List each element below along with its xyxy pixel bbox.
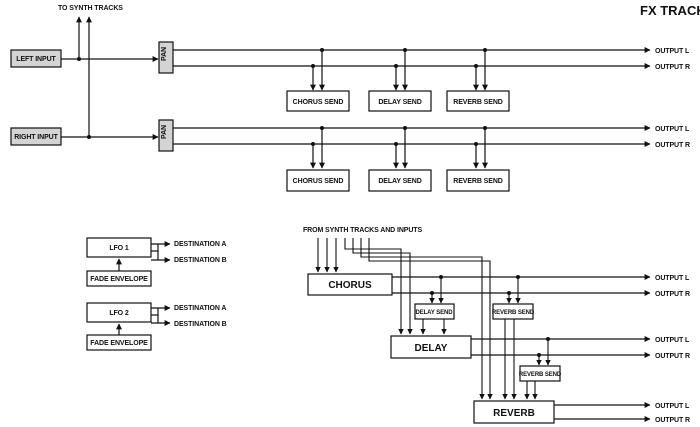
fx-input-feeds [315,238,493,400]
fade-envelope-1-label: FADE ENVELOPE [90,276,148,283]
left-input-label: LEFT INPUT [16,56,56,63]
lfo2-box [86,302,152,323]
delay-send-taps [536,337,551,366]
delay-box [390,335,472,359]
fade-envelope-2-label: FADE ENVELOPE [90,340,148,347]
ch1-output-r-label: OUTPUT R [655,64,690,71]
ch2-reverb-send-box [446,169,510,192]
chorus-send-taps [429,275,521,304]
ch2-delay-send-box [368,169,432,192]
pan-box-2 [158,119,174,152]
ch2-delay-send-label: DELAY SEND [378,178,421,185]
delay-label: DELAY [415,343,448,354]
reverb-output-r-label: OUTPUT R [655,417,690,424]
ch1-reverb-send-box [446,90,510,112]
pan-label-1: PAN [161,47,168,61]
ch2-send-taps [310,126,488,169]
delay-output-r-label: OUTPUT R [655,353,690,360]
ch2-chorus-send-box [286,169,350,192]
ch2-output-l-label: OUTPUT L [655,126,690,133]
chorus-output-l-label: OUTPUT L [655,275,690,282]
lfo1-label: LFO 1 [109,245,129,252]
reverb-label: REVERB [493,408,535,419]
ch1-delay-send-label: DELAY SEND [378,99,421,106]
lfo2-label: LFO 2 [109,310,129,317]
ch1-output-l-label: OUTPUT L [655,48,690,55]
ch2-chorus-send-label: CHORUS SEND [293,178,344,185]
chorus-delay-send-box [414,303,455,320]
chorus-delay-send-label: DELAY SEND [415,310,453,316]
delay-reverb-send-label: REVERB SEND [519,372,562,378]
ch1-reverb-send-label: REVERB SEND [453,99,503,106]
ch1-send-taps [310,48,488,91]
pan-label-2: PAN [161,125,168,139]
ch1-delay-send-box [368,90,432,112]
lfo1-destination-b: DESTINATION B [174,257,227,264]
to-synth-tracks-label: TO SYNTH TRACKS [58,5,123,12]
ch1-chorus-send-label: CHORUS SEND [293,99,344,106]
ch2-output-r-label: OUTPUT R [655,142,690,149]
lfo1-destination-a: DESTINATION A [174,241,226,248]
delay-output-l-label: OUTPUT L [655,337,690,344]
right-input-label: RIGHT INPUT [14,134,58,141]
chorus-box [307,273,393,296]
lfo2-destination-b: DESTINATION B [174,321,227,328]
pan-box-1 [158,41,174,74]
delay-reverb-send-box [519,365,561,382]
page-title: FX TRACK [640,3,700,18]
fade-envelope-2-box [86,334,152,351]
chorus-reverb-send-box [492,303,534,320]
fade-envelope-1-box [86,270,152,287]
chorus-label: CHORUS [328,280,372,291]
from-synth-tracks-label: FROM SYNTH TRACKS AND INPUTS [303,227,422,234]
ch2-reverb-send-label: REVERB SEND [453,178,503,185]
lfo2-destination-a: DESTINATION A [174,305,226,312]
reverb-box [473,400,555,424]
chorus-output-r-label: OUTPUT R [655,291,690,298]
chorus-reverb-send-label: REVERB SEND [492,310,535,316]
lfo1-box [86,237,152,258]
ch1-chorus-send-box [286,90,350,112]
send-return-wires [420,319,517,400]
reverb-output-l-label: OUTPUT L [655,403,690,410]
